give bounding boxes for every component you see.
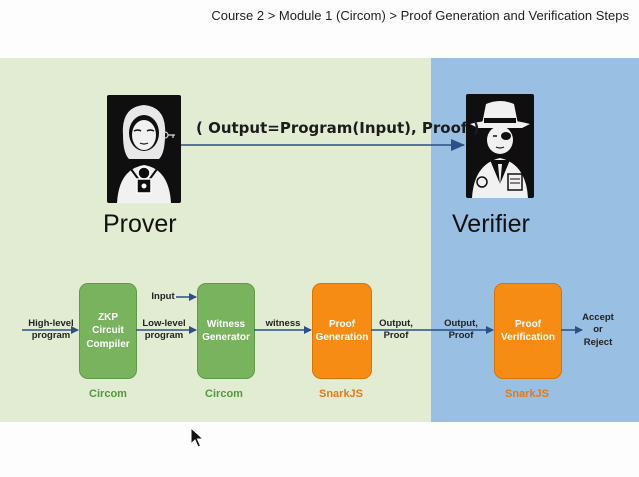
- header: Course 2 > Module 1 (Circom) > Proof Gen…: [0, 0, 639, 58]
- high-level-program-label: High-level program: [28, 318, 74, 342]
- verifier-label: Verifier: [452, 210, 530, 238]
- circom-label-1: Circom: [89, 388, 127, 400]
- low-level-program-label: Low-level program: [142, 318, 186, 342]
- prover-label: Prover: [103, 210, 177, 238]
- mouse-cursor-icon: [190, 427, 204, 448]
- breadcrumb: Course 2 > Module 1 (Circom) > Proof Gen…: [211, 8, 629, 23]
- witness-label: witness: [265, 318, 301, 329]
- output-proof-label-1: Output, Proof: [379, 318, 413, 342]
- zkp-circuit-compiler-box: ZKP Circuit Compiler: [79, 283, 137, 379]
- accept-or-reject-label: Accept or Reject: [582, 312, 614, 348]
- zkp-circuit-compiler-label: ZKP Circuit Compiler: [86, 311, 130, 350]
- circom-label-2: Circom: [205, 388, 243, 400]
- witness-generator-box: Witness Generator: [197, 283, 255, 379]
- snarkjs-label-1: SnarkJS: [318, 388, 364, 400]
- verifier-portrait-icon: [466, 94, 534, 198]
- snarkjs-label-2: SnarkJS: [504, 388, 550, 400]
- witness-generator-label: Witness Generator: [202, 318, 250, 344]
- prover-portrait-icon: [107, 95, 181, 203]
- bottom-margin: [0, 422, 639, 477]
- input-label: Input: [151, 291, 175, 302]
- formula-label: ( Output=Program(Input), Proof ): [196, 119, 480, 137]
- output-proof-label-2: Output, Proof: [444, 318, 478, 342]
- proof-verification-label: Proof Verification: [501, 318, 555, 344]
- proof-generation-label: Proof Generation: [315, 318, 369, 344]
- proof-generation-box: Proof Generation: [312, 283, 372, 379]
- proof-verification-box: Proof Verification: [494, 283, 562, 379]
